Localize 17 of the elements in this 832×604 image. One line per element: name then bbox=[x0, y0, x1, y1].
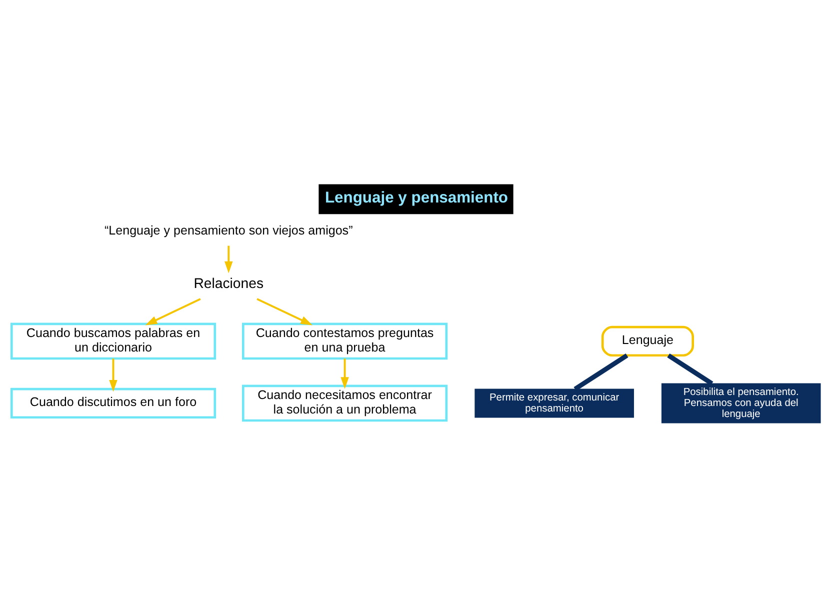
arrow bbox=[340, 358, 349, 389]
arrow bbox=[256, 298, 312, 326]
connector bbox=[574, 353, 628, 392]
arrow bbox=[109, 358, 118, 392]
node-box: Cuando discutimos en un foro bbox=[10, 388, 216, 419]
connector bbox=[667, 353, 714, 386]
node-box: Cuando buscamos palabras en un diccionario bbox=[10, 322, 216, 360]
node-box: Cuando necesitamos encontrar la solución a un problema bbox=[242, 384, 448, 422]
node-text: “Lenguaje y pensamiento son viejos amigos” bbox=[104, 223, 353, 238]
node-box: Lenguaje bbox=[601, 326, 694, 357]
node-text: Relaciones bbox=[194, 275, 264, 292]
node-box: Permite expresar, comunicar pensamiento bbox=[474, 388, 634, 418]
node-box: Posibilita el pensamiento. Pensamos con ayuda del lenguaje bbox=[661, 383, 821, 424]
node-box: Cuando contestamos preguntas en una prueba bbox=[242, 322, 448, 360]
diagram-title: Lenguaje y pensamiento bbox=[324, 189, 508, 206]
arrow bbox=[145, 298, 201, 326]
arrow bbox=[224, 246, 233, 274]
